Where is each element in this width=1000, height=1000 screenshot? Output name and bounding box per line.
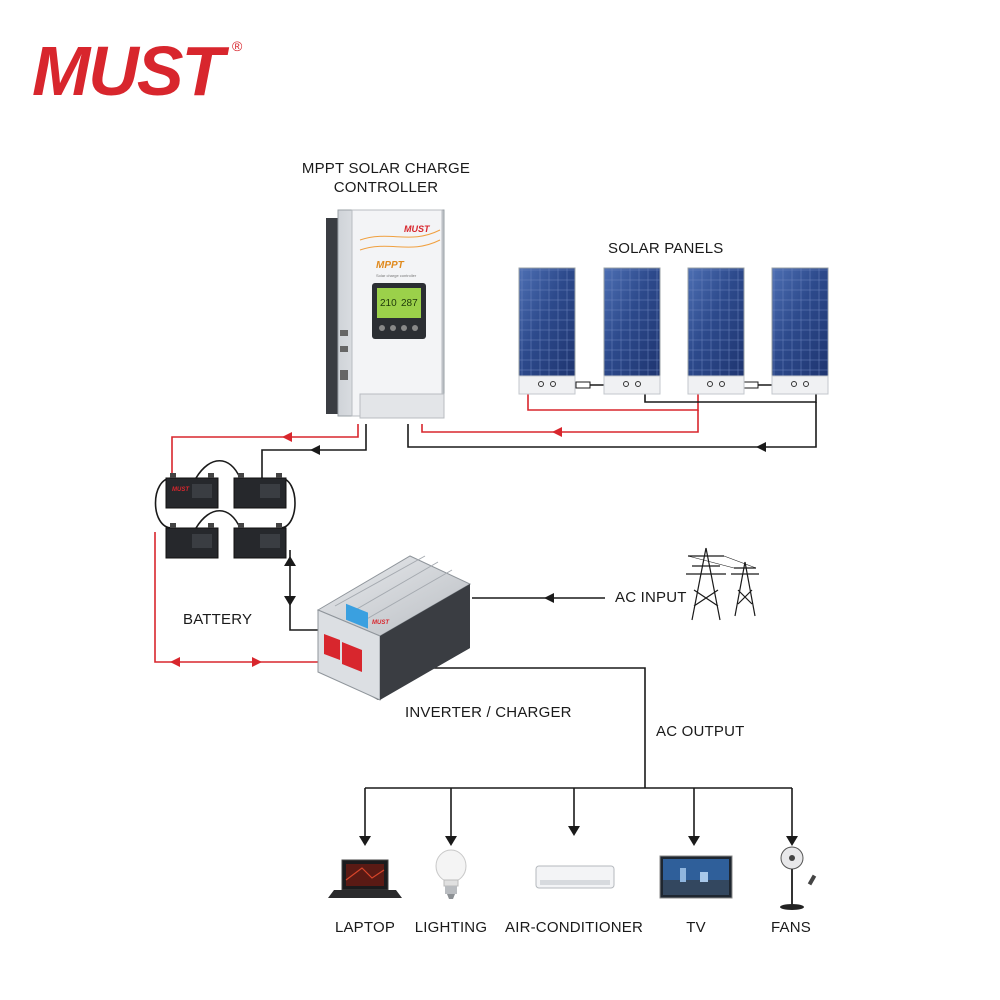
solar-panel-2 xyxy=(603,267,661,395)
ac-output-label: AC OUTPUT xyxy=(656,723,745,740)
air-conditioner-icon xyxy=(535,865,615,889)
must-logo: MUST ® xyxy=(32,36,262,108)
laptop-icon xyxy=(328,859,402,898)
light-bulb-icon xyxy=(435,849,467,899)
wiring xyxy=(154,380,817,836)
inverter-label: INVERTER / CHARGER xyxy=(405,704,572,721)
controller-subtitle: Solar charge controller xyxy=(376,273,417,278)
solar-panel-array xyxy=(518,267,829,395)
battery-3 xyxy=(165,523,219,559)
inverter-charger-device: MUST xyxy=(316,555,472,701)
controller-label-line1: MPPT SOLAR CHARGE xyxy=(301,160,471,177)
controller-lcd-screen xyxy=(377,288,421,318)
ac-input-label: AC INPUT xyxy=(615,589,687,606)
load-label-laptop: LAPTOP xyxy=(334,919,396,936)
logo-text: MUST xyxy=(32,32,224,110)
solar-panel-1 xyxy=(518,267,576,395)
controller-model: MPPT xyxy=(376,260,405,271)
battery-1-brand: MUST xyxy=(172,487,190,493)
battery-label: BATTERY xyxy=(183,611,253,628)
power-pylon-icon xyxy=(686,547,759,621)
battery-1: MUST xyxy=(165,473,219,509)
controller-lcd-right: 287 xyxy=(401,298,418,309)
load-label-air-conditioner: AIR-CONDITIONER xyxy=(505,919,643,936)
battery-4 xyxy=(233,523,287,559)
inverter-brand: MUST xyxy=(372,620,390,626)
fan-icon xyxy=(780,846,817,910)
flow-arrows xyxy=(170,427,798,846)
logo-registered-mark: ® xyxy=(232,38,243,54)
load-label-tv: TV xyxy=(686,919,706,936)
solar-panel-4 xyxy=(771,267,829,395)
controller-brand: MUST xyxy=(404,224,431,234)
solar-panels-label: SOLAR PANELS xyxy=(608,240,724,257)
mppt-controller-device: MUST MPPT Solar charge controller 210 28… xyxy=(326,209,445,419)
controller-lcd-left: 210 xyxy=(380,298,397,309)
tv-icon xyxy=(659,855,733,899)
battery-bank: MUST xyxy=(165,473,287,559)
solar-panel-3 xyxy=(687,267,745,395)
load-label-lighting: LIGHTING xyxy=(414,919,488,936)
battery-2 xyxy=(233,473,287,509)
load-label-fans: FANS xyxy=(771,919,811,936)
controller-label-line2: CONTROLLER xyxy=(333,179,439,196)
